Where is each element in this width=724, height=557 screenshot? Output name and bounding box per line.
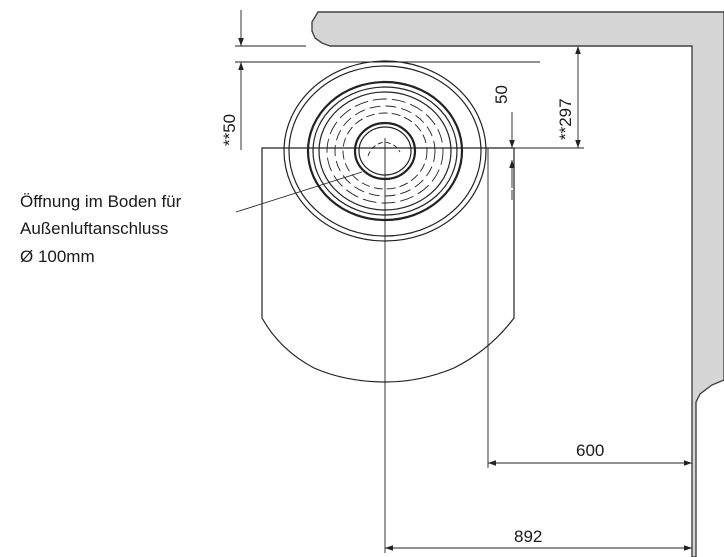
dim-depth: **297 [556, 98, 575, 140]
dim-side-distance: 600 [576, 441, 604, 460]
dim-top-offset: **50 [220, 114, 239, 146]
stove-body-outline [261, 147, 515, 383]
dim-vent-offset: 50 [492, 85, 511, 104]
annotation-line-2: Außenluftanschluss [20, 219, 168, 238]
annotation-line-1: Öffnung im Boden für [20, 192, 182, 211]
corner-wall-icon [311, 11, 724, 557]
dim-center-distance: 892 [514, 527, 542, 546]
annotation-line-3: Ø 100mm [20, 247, 95, 266]
air-inlet-opening-icon [367, 141, 401, 157]
